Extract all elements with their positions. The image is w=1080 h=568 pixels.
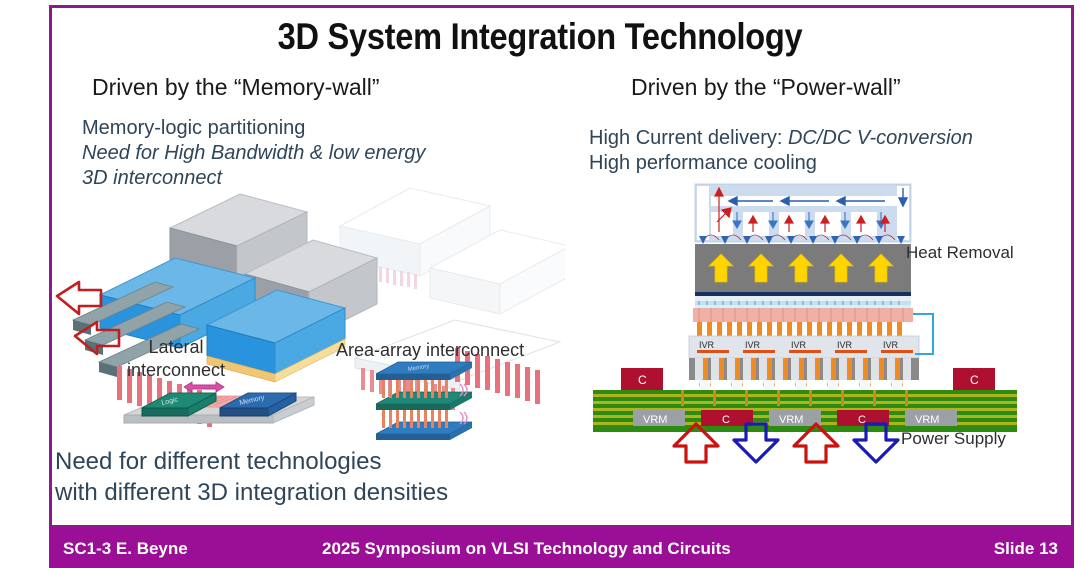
bottom-note-line-1: Need for different technologies bbox=[55, 448, 382, 475]
pcb-module-row: VRM C VRM C VRM bbox=[633, 410, 957, 426]
svg-text:C: C bbox=[970, 373, 979, 387]
lateral-label-line-1: Lateral bbox=[148, 337, 204, 357]
area-array-interconnect-label: Area-array interconnect bbox=[336, 340, 525, 360]
right-body-line-2: High performance cooling bbox=[589, 152, 817, 174]
left-column-body: Memory-logic partitioning Need for High … bbox=[82, 116, 426, 191]
slide-border-left-strip bbox=[49, 5, 52, 528]
footer-slide-number: Slide 13 bbox=[993, 539, 1058, 558]
lateral-interconnect-label: Lateral interconnect bbox=[127, 336, 225, 382]
bonding-layer bbox=[695, 292, 911, 296]
ivr-interposer: IVR IVR IVR IVR IVR bbox=[688, 313, 934, 359]
power-supply-label: Power Supply bbox=[901, 429, 1006, 448]
ivr-label-4: IVR bbox=[837, 340, 853, 350]
ivr-label-3: IVR bbox=[791, 340, 807, 350]
lateral-label-line-2: interconnect bbox=[127, 360, 226, 380]
right-body-line-1-plain: High Current delivery: bbox=[589, 127, 783, 149]
bottom-note-line-2: with different 3D integration densities bbox=[55, 479, 449, 506]
left-body-line-2: Need for High Bandwidth & low energy bbox=[82, 142, 426, 164]
svg-text:C: C bbox=[638, 373, 647, 387]
right-body-line-1: High Current delivery: DC/DC V-conversio… bbox=[589, 126, 973, 151]
pcb-cap-label-1: C bbox=[722, 414, 730, 426]
microbump-row bbox=[697, 322, 902, 336]
logic-die-heat-block bbox=[695, 244, 911, 292]
heat-removal-label: Heat Removal bbox=[906, 243, 1014, 262]
package-substrate bbox=[689, 358, 919, 392]
power-supply-arrows bbox=[664, 420, 904, 466]
heat-flow-arrows bbox=[708, 253, 894, 283]
microfluidic-cooler bbox=[694, 183, 912, 244]
left-column-subheading: Driven by the “Memory-wall” bbox=[92, 74, 380, 100]
memory-logic-3d-stack-illustration bbox=[55, 170, 565, 435]
vrm-label-3: VRM bbox=[915, 414, 939, 426]
power-delivery-cooling-cross-section: IVR IVR IVR IVR IVR bbox=[585, 182, 1035, 436]
vrm-label-2: VRM bbox=[779, 414, 803, 426]
vrm-label-1: VRM bbox=[643, 414, 667, 426]
chip-label-logic: Logic bbox=[161, 396, 179, 407]
pcb-cap-label-2: C bbox=[858, 414, 866, 426]
ivr-label-2: IVR bbox=[745, 340, 761, 350]
right-column-body: High Current delivery: DC/DC V-conversio… bbox=[589, 126, 973, 176]
right-body-line-1-italic: DC/DC V-conversion bbox=[787, 127, 973, 149]
slide-footer-bar: SC1-3 E. Beyne 2025 Symposium on VLSI Te… bbox=[49, 528, 1074, 568]
edge-capacitor-left bbox=[621, 368, 663, 390]
page-title: 3D System Integration Technology bbox=[277, 16, 803, 57]
stack-label-memory: Memory bbox=[407, 364, 429, 373]
footer-author: SC1-3 E. Beyne bbox=[63, 539, 188, 558]
area-array-interconnect-stack-illustration: Memory bbox=[372, 358, 492, 450]
ivr-label-1: IVR bbox=[699, 340, 715, 350]
edge-capacitor-right bbox=[953, 368, 995, 390]
left-body-line-1: Memory-logic partitioning bbox=[82, 117, 306, 139]
ivr-label-5: IVR bbox=[883, 340, 899, 350]
right-column-subheading: Driven by the “Power-wall” bbox=[631, 74, 901, 100]
left-body-line-3: 3D interconnect bbox=[82, 167, 223, 189]
bottom-summary-note: Need for different technologies with dif… bbox=[55, 446, 448, 508]
lateral-interconnect-chip-illustration: Logic Memory bbox=[118, 375, 328, 435]
pcb-board: VRM C VRM C VRM bbox=[593, 390, 1017, 436]
footer-conference: 2025 Symposium on VLSI Technology and Ci… bbox=[322, 539, 731, 558]
